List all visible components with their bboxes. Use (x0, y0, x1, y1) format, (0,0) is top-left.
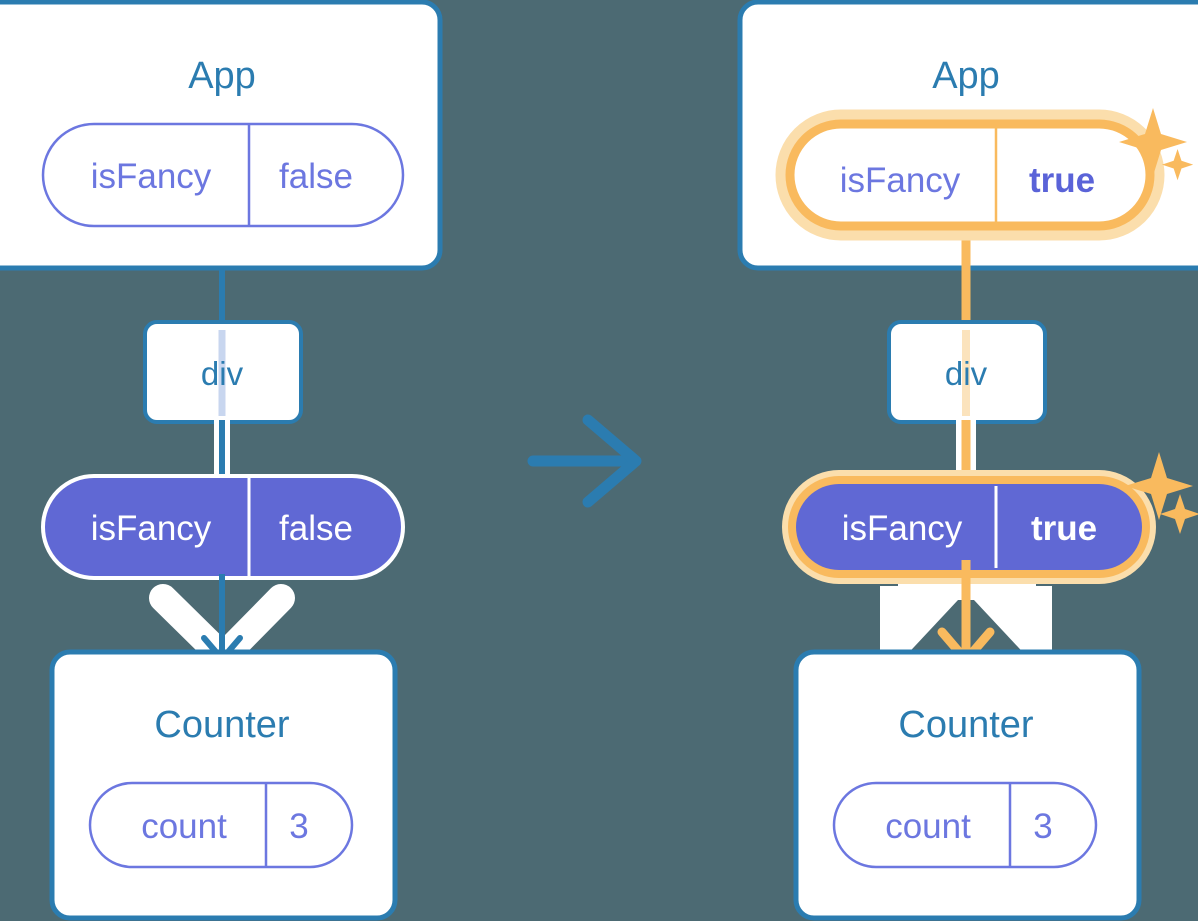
pill-value: 3 (1033, 807, 1052, 846)
pill-body (832, 781, 1098, 869)
pill-body (785, 119, 1155, 231)
pill-name: count (885, 807, 971, 846)
pill-body (41, 122, 405, 228)
app-card-title-before: App (188, 55, 256, 97)
pill-value: true (1029, 161, 1095, 200)
sparkle-small-icon (1161, 149, 1194, 181)
pill-name: isFancy (91, 509, 212, 548)
sparkle-small-icon (1160, 494, 1198, 534)
pill-value: 3 (289, 807, 308, 846)
app-state-pill-after[interactable]: isFancy true (775, 109, 1165, 241)
div-node-label-before: div (201, 355, 244, 392)
counter-card-title-before: Counter (154, 704, 290, 746)
pill-name: isFancy (842, 509, 963, 548)
sparkle-large-icon (1125, 452, 1193, 520)
pill-name: isFancy (91, 157, 212, 196)
div-node-label-after: div (945, 355, 988, 392)
pill-value: false (279, 157, 353, 196)
app-state-pill-before: isFancy false (41, 122, 405, 228)
pill-body (796, 484, 1142, 570)
pill-value: true (1031, 509, 1097, 548)
sparkle-large-icon (1119, 108, 1187, 176)
panel-after: App isFancy true div (737, 0, 1198, 921)
rerender-arrow-wings-after (880, 584, 1052, 662)
counter-state-pill-after: count 3 (832, 781, 1098, 869)
sparkle-group-props-pill (1125, 452, 1198, 534)
counter-card-title-after: Counter (898, 704, 1034, 746)
app-card-title-after: App (932, 55, 1000, 97)
pill-body (88, 781, 354, 869)
pill-name: count (141, 807, 227, 846)
props-pill-after[interactable]: isFancy true (782, 470, 1156, 584)
panel-before: App isFancy false div isFancy false (0, 0, 443, 921)
rerender-arrow-before (201, 574, 243, 662)
pill-glow (775, 109, 1165, 241)
transition-arrow (527, 414, 642, 508)
counter-state-pill-before: count 3 (88, 781, 354, 869)
pill-name: isFancy (840, 161, 961, 200)
props-pill-before: isFancy false (41, 474, 405, 580)
sparkle-group-app-pill (1119, 108, 1194, 181)
pill-value: false (279, 509, 353, 548)
